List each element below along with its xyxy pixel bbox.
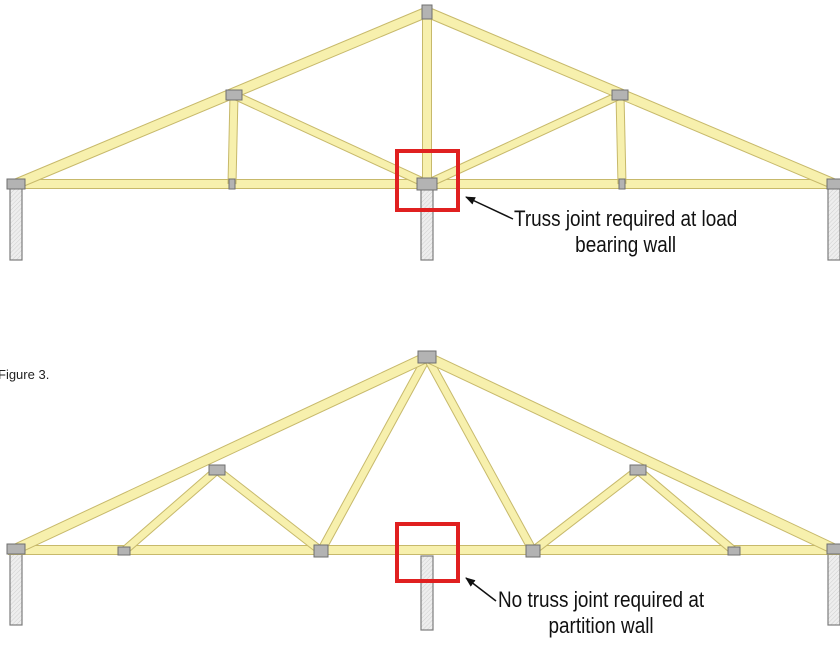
top-wall-center	[420, 187, 434, 261]
top-web-right-diagonal	[425, 91, 622, 188]
bottom-wall-right	[827, 550, 840, 626]
top-web-left-diagonal	[232, 91, 429, 188]
bottom-callout-text: No truss joint required at partition wal…	[498, 587, 704, 639]
bottom-joint-right-panel	[629, 464, 647, 476]
top-callout-arrow	[465, 196, 514, 220]
bottom-truss	[6, 350, 840, 631]
bottom-callout-arrow	[465, 577, 497, 602]
bottom-web-3	[317, 355, 431, 553]
bottom-web-1	[121, 467, 220, 554]
top-callout-line-1: Truss joint required at load	[514, 206, 738, 231]
bottom-joint-4	[727, 546, 741, 556]
top-highlight-box	[395, 149, 460, 212]
bottom-joint-left-heel	[6, 543, 26, 555]
top-wall-left	[9, 185, 23, 261]
top-truss	[6, 4, 840, 261]
bottom-joint-2	[313, 544, 329, 558]
top-web-left-vertical	[228, 94, 238, 185]
top-joint-right-panel	[611, 89, 629, 101]
top-right-top-chord	[425, 7, 836, 189]
bottom-web-2	[214, 467, 324, 554]
top-left-top-chord	[14, 7, 429, 189]
top-joint-peak	[421, 4, 433, 20]
bottom-highlight-box	[395, 522, 460, 583]
top-callout-line-2: bearing wall	[575, 232, 677, 257]
bottom-joint-right-heel	[826, 543, 840, 555]
top-joint-left-heel	[6, 178, 26, 190]
bottom-web-4	[423, 355, 537, 553]
top-joint-center	[416, 177, 438, 191]
bottom-joint-peak	[417, 350, 437, 364]
top-callout-text: Truss joint required at load bearing wal…	[514, 206, 737, 258]
top-joint-left-vertical-base	[228, 178, 236, 190]
top-web-right-vertical	[616, 94, 626, 185]
figure-caption: Figure 3.	[0, 367, 50, 382]
bottom-callout-line-2: partition wall	[548, 613, 654, 638]
bottom-left-top-chord	[14, 352, 429, 554]
bottom-joint-left-panel	[208, 464, 226, 476]
bottom-wall-partition	[420, 555, 434, 631]
bottom-wall-left	[9, 550, 23, 626]
top-joint-right-heel	[826, 178, 840, 190]
top-wall-right	[827, 185, 840, 261]
top-joint-left-panel	[225, 89, 243, 101]
top-joint-right-vertical-base	[618, 178, 626, 190]
bottom-joint-3	[525, 544, 541, 558]
bottom-web-6	[635, 467, 737, 554]
bottom-callout-line-1: No truss joint required at	[498, 587, 705, 612]
bottom-right-top-chord	[425, 352, 836, 554]
bottom-joint-1	[117, 546, 131, 556]
bottom-web-5	[530, 467, 641, 554]
